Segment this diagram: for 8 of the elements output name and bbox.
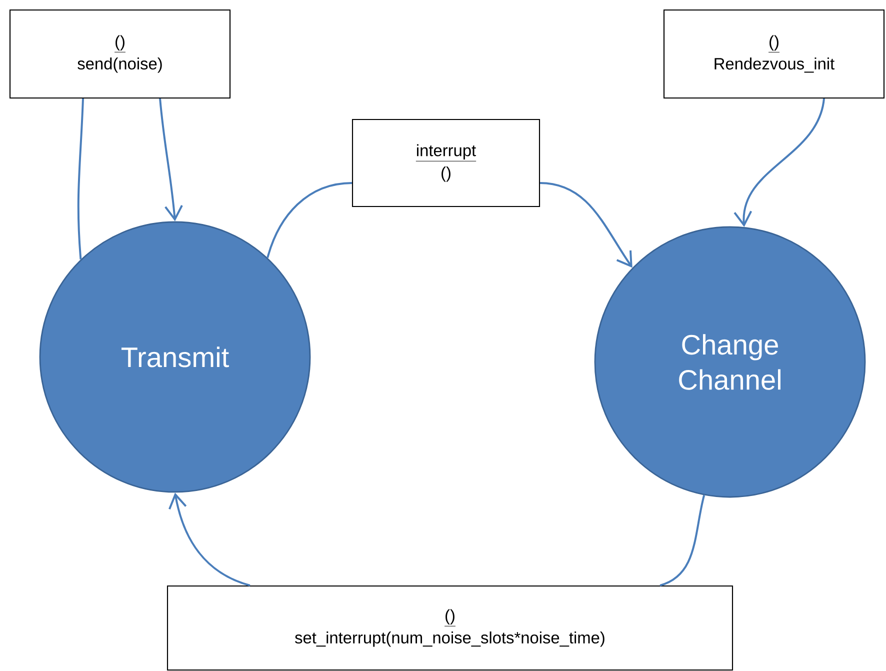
transition-label-box: () set_interrupt(num_noise_slots*noise_time) bbox=[166, 585, 734, 671]
transition-label-box: () send(noise) bbox=[9, 9, 231, 99]
arrow bbox=[159, 98, 183, 222]
transition-label-box: interrupt () bbox=[352, 118, 540, 208]
arrow bbox=[734, 98, 825, 228]
arrow bbox=[168, 492, 250, 586]
transition-label-box: () Rendezvous_init bbox=[663, 9, 885, 99]
arrow bbox=[540, 182, 632, 268]
